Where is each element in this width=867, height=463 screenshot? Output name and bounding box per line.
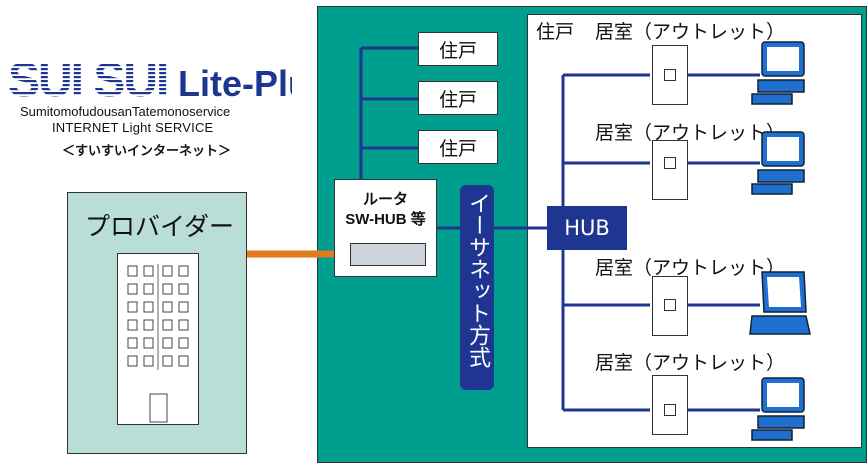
sui-sui-logo: SUI SUI Lite-Plus — [8, 54, 292, 106]
outlet-port-3 — [664, 299, 676, 311]
room-label-4: 居室（アウトレット） — [595, 352, 786, 374]
ethernet-label: イーサネット方式 — [465, 192, 490, 368]
hub-box: HUB — [547, 206, 627, 250]
unit-box-1: 住戸 — [418, 32, 498, 66]
logo-subtitle: SumitomofudousanTatemonoservice — [20, 104, 231, 119]
outlet-port-1 — [664, 69, 676, 81]
svg-text:Lite-Plus: Lite-Plus — [178, 63, 292, 104]
router-sublabel: SW-HUB 等 — [345, 211, 426, 228]
router-label: ルータ — [362, 191, 408, 208]
router-port — [350, 243, 426, 266]
logo-service: INTERNET Light SERVICE — [52, 120, 214, 135]
svg-text:SUI SUI: SUI SUI — [8, 54, 167, 106]
ethernet-bar — [460, 185, 494, 390]
outlet-port-4 — [664, 404, 676, 416]
desktop-pc-icon — [751, 41, 805, 105]
logo-tagline: ＜すいすいインターネット＞ — [62, 144, 232, 159]
unit-box-2: 住戸 — [418, 81, 498, 115]
laptop-icon — [749, 271, 811, 335]
provider-label: プロバイダー — [85, 212, 235, 241]
outlet-port-2 — [664, 157, 676, 169]
room-label-2: 居室（アウトレット） — [595, 122, 786, 144]
outlet-2 — [652, 140, 688, 200]
desktop-pc-icon — [751, 377, 805, 441]
desktop-pc-icon — [751, 131, 805, 195]
room-label-1: 居室（アウトレット） — [595, 21, 786, 43]
house-unit-label: 住戸 — [536, 21, 575, 43]
room-label-3: 居室（アウトレット） — [595, 257, 786, 279]
unit-box-3: 住戸 — [418, 130, 498, 164]
building-icon — [117, 253, 199, 425]
